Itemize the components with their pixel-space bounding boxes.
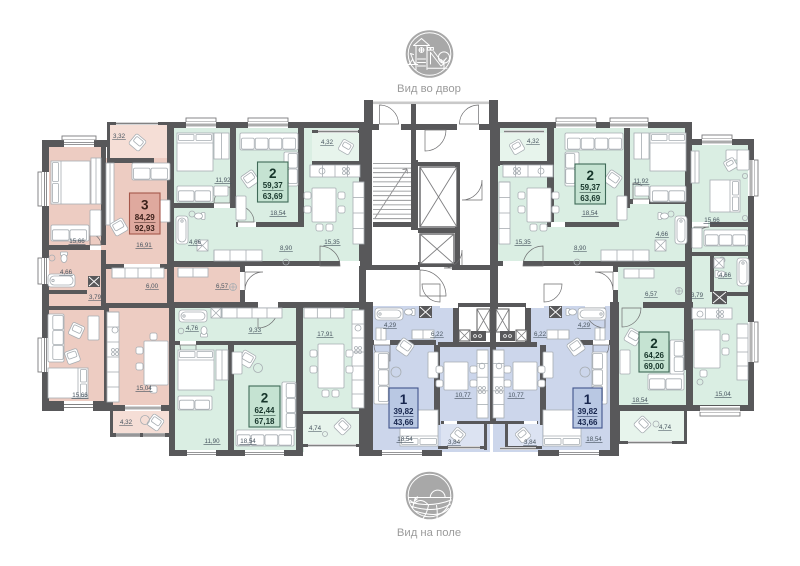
svg-text:4,29: 4,29 xyxy=(384,322,397,329)
svg-text:3,32: 3,32 xyxy=(113,133,126,140)
svg-text:16,91: 16,91 xyxy=(136,242,152,249)
svg-text:6,57: 6,57 xyxy=(645,291,658,298)
svg-text:1: 1 xyxy=(400,392,408,407)
svg-text:62,44: 62,44 xyxy=(254,406,275,415)
svg-text:3,84: 3,84 xyxy=(448,439,461,446)
svg-text:2: 2 xyxy=(650,336,658,351)
svg-text:17,91: 17,91 xyxy=(317,331,333,338)
svg-text:4,32: 4,32 xyxy=(321,139,334,146)
svg-text:4,32: 4,32 xyxy=(120,419,133,426)
svg-text:3,79: 3,79 xyxy=(89,294,102,301)
svg-text:18,54: 18,54 xyxy=(632,397,648,404)
svg-text:4,66: 4,66 xyxy=(189,239,202,246)
svg-text:64,26: 64,26 xyxy=(644,351,665,360)
svg-text:63,69: 63,69 xyxy=(580,194,601,203)
svg-text:4,66: 4,66 xyxy=(656,231,669,238)
svg-text:2: 2 xyxy=(586,168,594,183)
svg-text:63,69: 63,69 xyxy=(263,192,284,201)
svg-text:84,29: 84,29 xyxy=(135,213,156,222)
svg-text:59,37: 59,37 xyxy=(263,181,284,190)
svg-text:3: 3 xyxy=(141,197,149,212)
svg-text:4,32: 4,32 xyxy=(527,138,540,145)
svg-text:6,00: 6,00 xyxy=(146,283,159,290)
svg-text:43,66: 43,66 xyxy=(393,418,414,427)
svg-text:2: 2 xyxy=(261,390,269,405)
svg-text:15,04: 15,04 xyxy=(715,391,731,398)
svg-text:3,79: 3,79 xyxy=(691,292,704,299)
svg-text:8,90: 8,90 xyxy=(280,245,293,252)
svg-text:92,93: 92,93 xyxy=(135,224,156,233)
svg-text:Вид на поле: Вид на поле xyxy=(397,527,461,539)
svg-text:43,66: 43,66 xyxy=(577,418,598,427)
svg-text:2: 2 xyxy=(269,166,277,181)
svg-text:15,35: 15,35 xyxy=(324,239,340,246)
svg-text:18,54: 18,54 xyxy=(270,210,286,217)
svg-text:Вид во двор: Вид во двор xyxy=(397,83,461,95)
svg-text:39,82: 39,82 xyxy=(393,407,414,416)
svg-text:15,66: 15,66 xyxy=(704,217,720,224)
svg-text:10,77: 10,77 xyxy=(508,392,524,399)
svg-text:9,33: 9,33 xyxy=(249,327,262,334)
svg-text:15,66: 15,66 xyxy=(72,392,88,399)
svg-text:39,82: 39,82 xyxy=(577,407,598,416)
svg-text:15,66: 15,66 xyxy=(69,238,85,245)
svg-text:3,84: 3,84 xyxy=(524,439,537,446)
svg-text:15,04: 15,04 xyxy=(136,385,152,392)
svg-text:10,77: 10,77 xyxy=(455,392,471,399)
svg-text:11,90: 11,90 xyxy=(204,438,220,445)
svg-text:18,54: 18,54 xyxy=(397,436,413,443)
svg-text:11,92: 11,92 xyxy=(215,177,231,184)
svg-text:18,54: 18,54 xyxy=(240,438,256,445)
svg-text:15,35: 15,35 xyxy=(515,239,531,246)
svg-text:6,57: 6,57 xyxy=(216,283,229,290)
svg-text:69,00: 69,00 xyxy=(644,362,665,371)
svg-text:4,66: 4,66 xyxy=(719,272,732,279)
svg-text:4,74: 4,74 xyxy=(659,424,672,431)
svg-text:18,54: 18,54 xyxy=(582,210,598,217)
svg-text:6,22: 6,22 xyxy=(534,331,547,338)
svg-text:59,37: 59,37 xyxy=(580,183,601,192)
svg-text:4,29: 4,29 xyxy=(578,322,591,329)
svg-text:18,54: 18,54 xyxy=(586,436,602,443)
svg-text:4,76: 4,76 xyxy=(186,325,199,332)
svg-text:11,92: 11,92 xyxy=(633,178,649,185)
svg-text:8,90: 8,90 xyxy=(574,245,587,252)
svg-text:1: 1 xyxy=(584,392,592,407)
svg-text:4,74: 4,74 xyxy=(309,425,322,432)
svg-text:67,18: 67,18 xyxy=(254,417,275,426)
svg-text:6,22: 6,22 xyxy=(431,331,444,338)
svg-text:4,66: 4,66 xyxy=(60,269,73,276)
